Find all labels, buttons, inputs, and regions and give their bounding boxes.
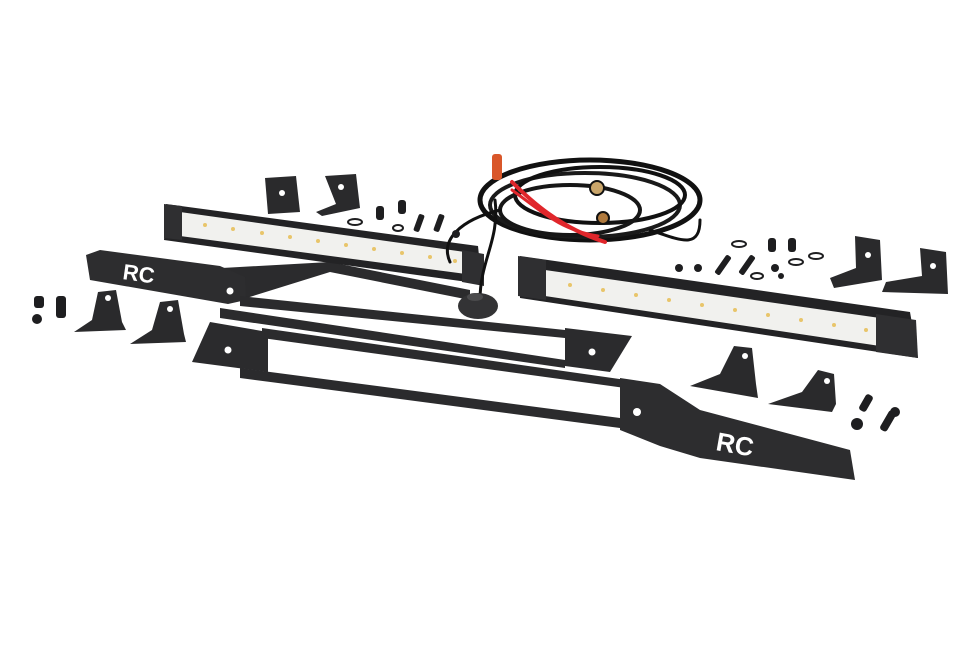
harness-connector (492, 154, 502, 180)
upper-mount-bracket: RC (86, 250, 632, 372)
wiring-harness (446, 157, 703, 302)
right-led-light-bar (518, 256, 918, 358)
ring-terminal (596, 211, 610, 225)
rc-logo-right: RC (714, 426, 756, 462)
rocker-switch (458, 293, 498, 319)
lower-mount-bracket: RC (192, 322, 855, 480)
left-led-light-bar (164, 204, 484, 286)
l-brackets (74, 174, 948, 412)
rc-logo-left: RC (121, 259, 156, 288)
hardware (32, 200, 900, 432)
ring-terminal (589, 180, 605, 196)
